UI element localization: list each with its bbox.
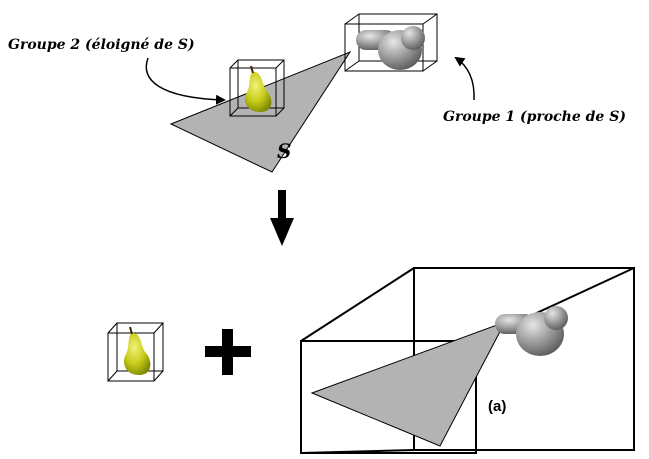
surface-label: S	[277, 139, 291, 163]
group1-label: Groupe 1 (proche de S)	[443, 109, 626, 125]
group1-arrow	[454, 56, 475, 101]
pipe-object-bottom	[495, 306, 568, 356]
surface-s-bottom	[310, 321, 507, 447]
down-arrow-icon	[270, 190, 294, 246]
panel-label: (a)	[488, 398, 506, 415]
plus-icon	[205, 329, 251, 375]
group2-arrow	[145, 57, 226, 105]
pear-object-bottom	[123, 326, 151, 375]
pipe-object-top	[356, 26, 425, 70]
group2-label: Groupe 2 (éloigné de S)	[8, 37, 195, 53]
surface-s-top	[169, 50, 352, 173]
pear-object-top	[244, 65, 272, 112]
